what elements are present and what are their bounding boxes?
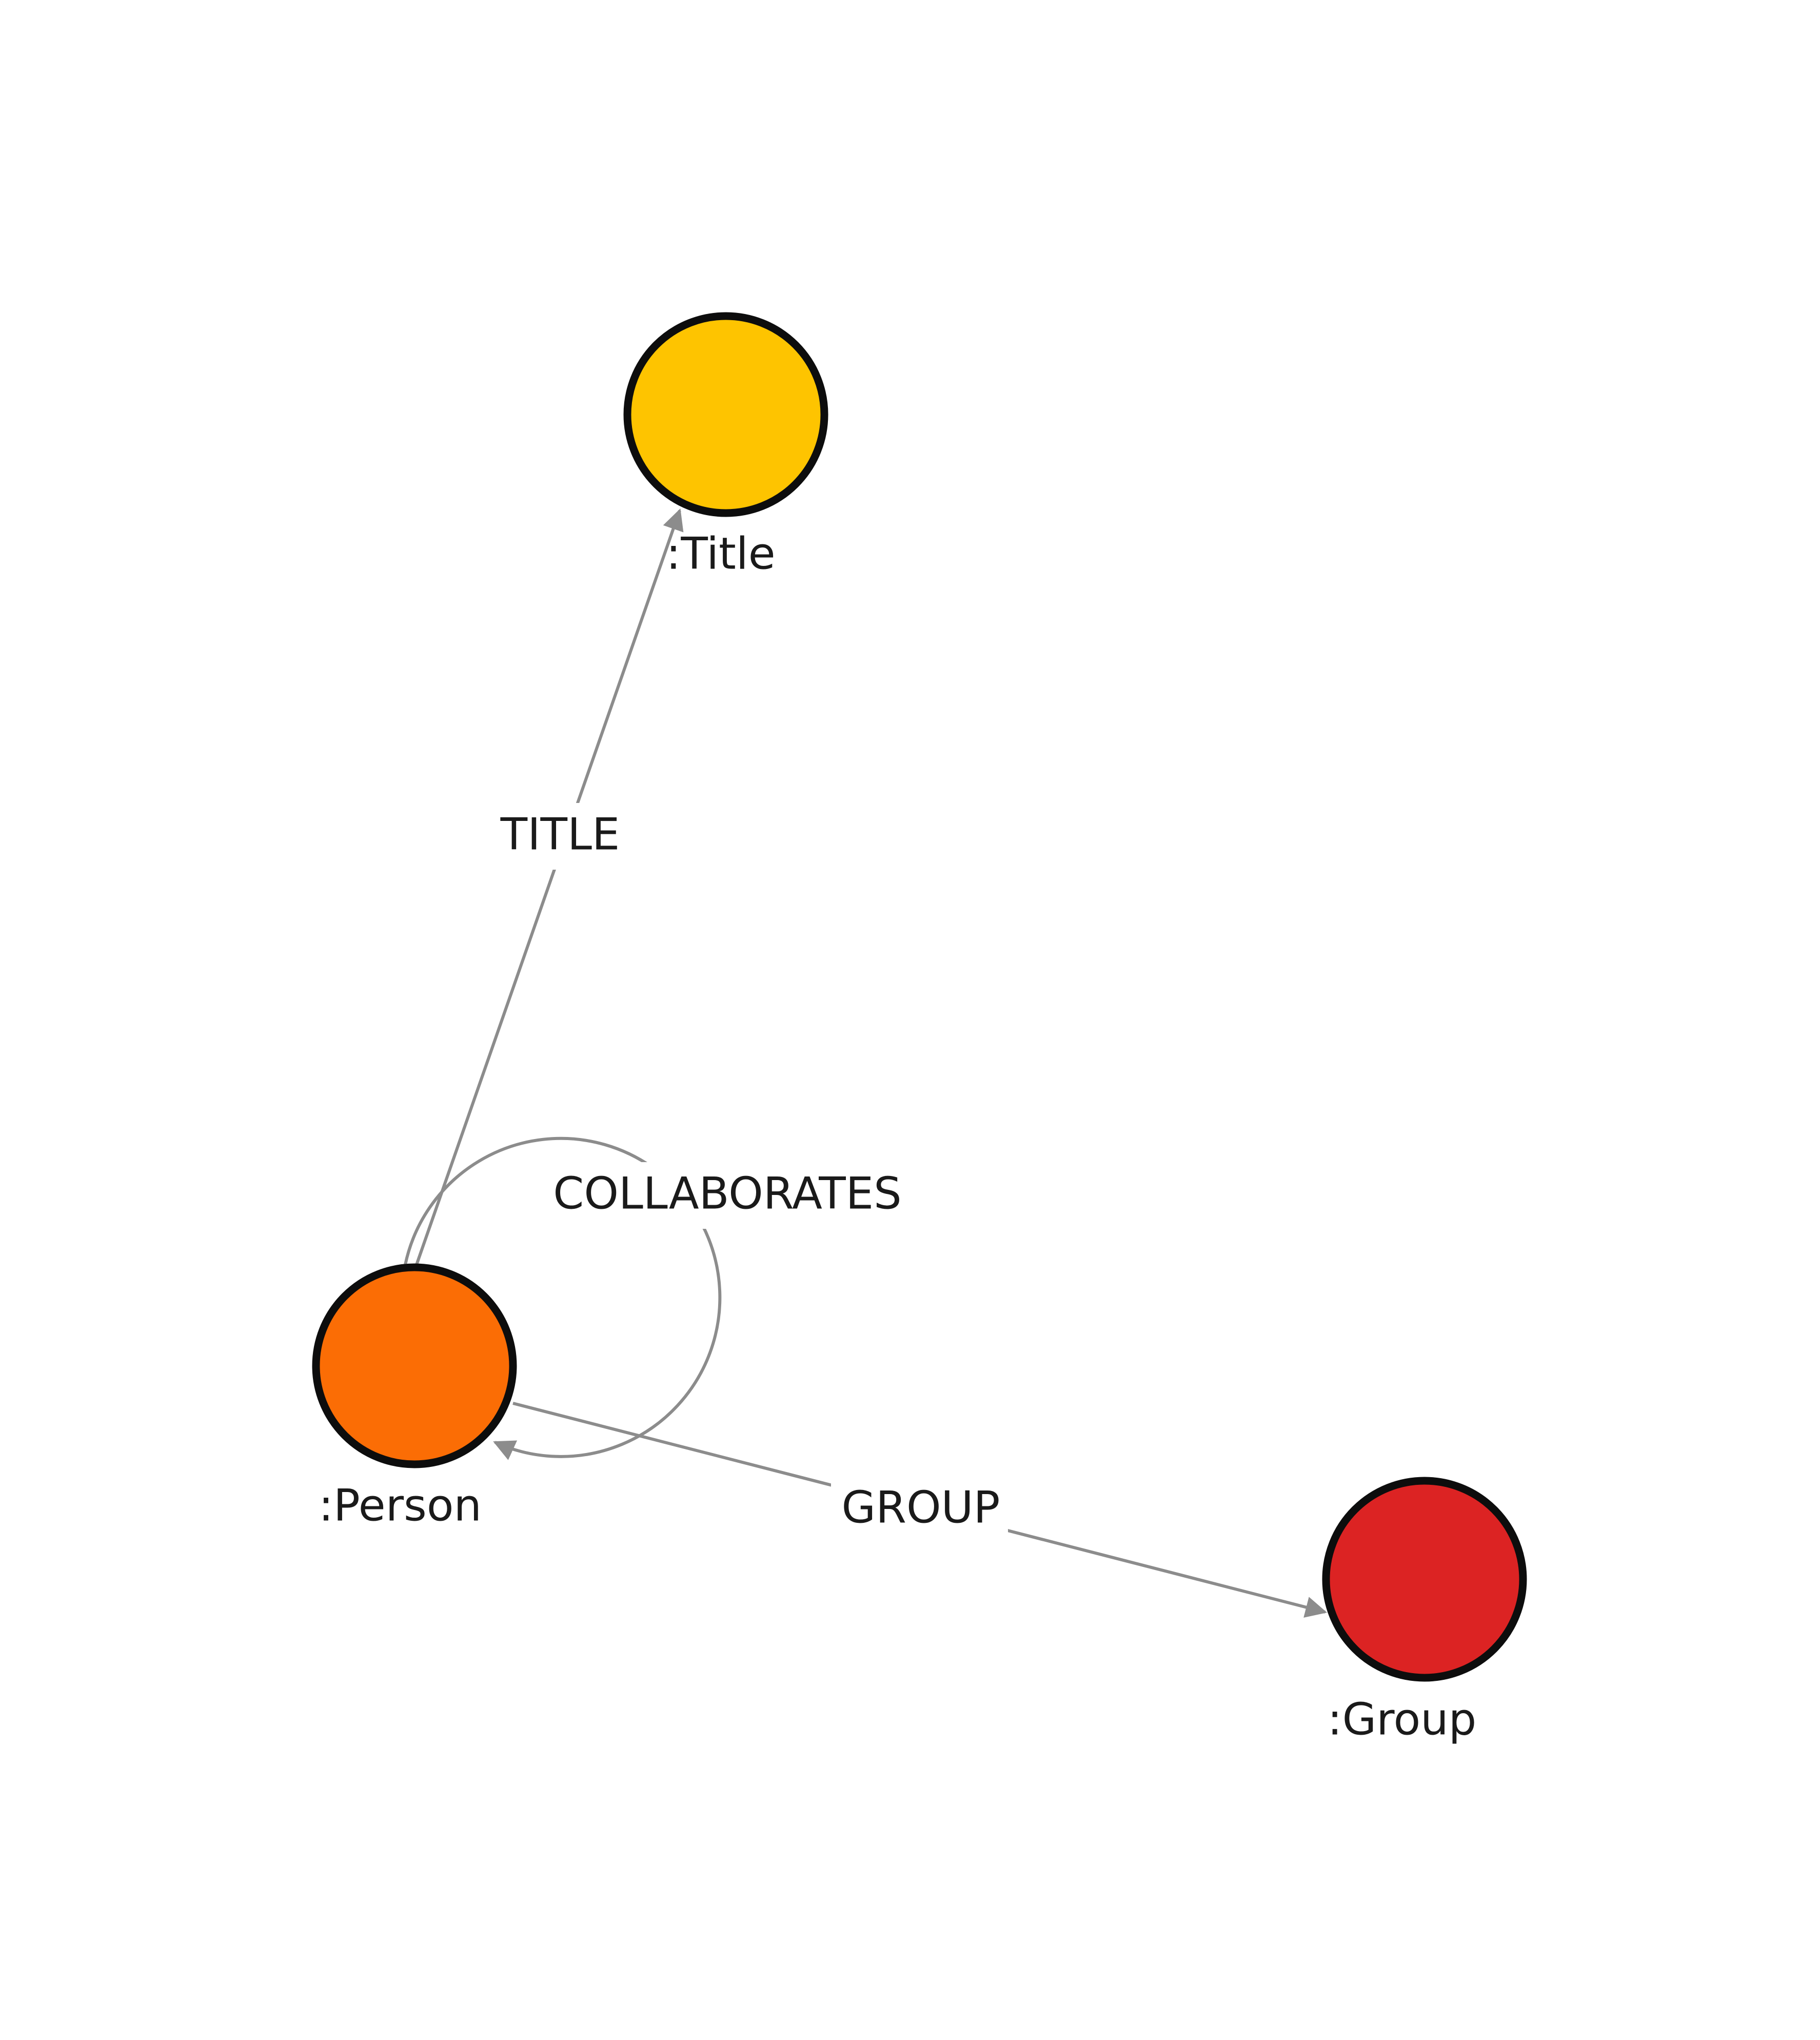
relationship-title-label-bg [490,803,639,870]
relationship-collaborates-label-bg [546,1162,903,1229]
node-person-circle[interactable] [312,1263,517,1468]
relationship-group-label: GROUP [842,1482,1000,1533]
relationship-title[interactable]: TITLE [415,508,684,1265]
relationship-group-label-bg [831,1478,1008,1544]
node-group[interactable]: :Group [1322,1477,1527,1745]
node-title-label: :Title [666,528,775,579]
node-group-label: :Group [1328,1694,1477,1745]
relationship-title-label: TITLE [500,809,620,860]
node-person-label: :Person [319,1480,482,1531]
relationship-collaborates-label: COLLABORATES [553,1168,901,1219]
relationship-title-line[interactable] [415,508,684,1265]
relationship-group[interactable]: GROUP [512,1402,1328,1618]
relationship-collaborates[interactable]: COLLABORATES [404,1136,903,1460]
node-person[interactable]: :Person [312,1263,517,1531]
node-group-circle[interactable] [1322,1477,1527,1682]
node-title[interactable]: :Title [623,312,828,579]
node-title-circle[interactable] [623,312,828,517]
